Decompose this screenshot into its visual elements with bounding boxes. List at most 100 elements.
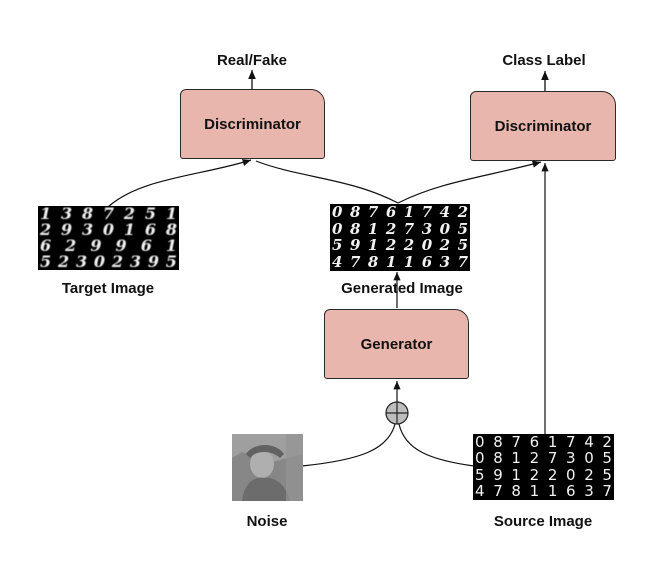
digit-glyph: 7 (511, 434, 521, 451)
digit-glyph: 5 (165, 252, 177, 270)
circled-plus-icon (385, 401, 409, 425)
digit-glyph: 2 (457, 204, 468, 221)
digit-glyph: 3 (584, 482, 594, 500)
digit-glyph: 8 (81, 206, 94, 223)
digit-glyph: 9 (115, 236, 127, 255)
digit-glyph: 2 (403, 236, 415, 255)
digit-glyph: 9 (60, 220, 73, 239)
wire-noise-to-combine (301, 423, 396, 467)
digit-glyph: 6 (385, 204, 397, 221)
digit-glyph: 3 (60, 206, 73, 223)
digit-glyph: 3 (439, 253, 451, 271)
class-label-label: Class Label (502, 52, 586, 69)
digit-glyph: 5 (144, 206, 156, 223)
digit-glyph: 1 (547, 434, 558, 451)
digit-glyph: 2 (584, 465, 594, 484)
digit-glyph: 4 (439, 204, 451, 221)
target-image-label: Target Image (61, 280, 155, 297)
digit-glyph: 8 (493, 434, 503, 451)
digit-glyph: 1 (165, 236, 177, 255)
digit-glyph: 2 (547, 465, 558, 484)
noise-portrait-graphic (232, 434, 303, 501)
digit-glyph: 1 (367, 236, 379, 255)
digit-glyph: 1 (123, 220, 136, 239)
digit-glyph: 2 (529, 465, 540, 484)
digit-glyph: 4 (475, 482, 485, 500)
digit-glyph: 6 (40, 236, 52, 255)
digit-glyph: 2 (123, 206, 136, 223)
digit-glyph: 7 (602, 482, 612, 500)
digit-glyph: 3 (421, 219, 433, 238)
digit-glyph: 0 (332, 204, 343, 221)
wire-target-to-disc (107, 159, 252, 208)
digit-glyph: 5 (457, 236, 468, 255)
digit-glyph: 0 (475, 434, 485, 451)
digit-glyph: 3 (129, 252, 141, 270)
digit-glyph: 6 (421, 253, 433, 271)
digit-glyph: 9 (493, 465, 503, 484)
digit-glyph: 1 (511, 465, 521, 484)
digit-glyph: 6 (566, 482, 576, 500)
digit-glyph: 7 (349, 253, 361, 271)
digit-glyph: 4 (584, 434, 594, 451)
digit-glyph: 0 (475, 449, 485, 468)
discriminator-right-label: Discriminator (494, 117, 592, 135)
digit-glyph: 2 (385, 236, 397, 255)
digit-glyph: 0 (566, 465, 576, 484)
digit-glyph: 6 (144, 220, 156, 239)
digit-glyph: 5 (475, 465, 485, 484)
digit-glyph: 7 (102, 206, 115, 223)
digit-glyph: 2 (602, 434, 612, 451)
discriminator-left-label: Discriminator (204, 115, 301, 133)
digit-glyph: 2 (385, 219, 397, 238)
wire-generated-to-disc-left (255, 160, 399, 204)
wire-source-to-combine (398, 423, 475, 467)
discriminator-left-box: Discriminator (180, 89, 325, 159)
digit-glyph: 6 (140, 236, 152, 255)
digit-glyph: 9 (147, 252, 159, 270)
digit-glyph: 1 (385, 253, 397, 271)
digit-glyph: 5 (457, 219, 468, 238)
digit-glyph: 1 (165, 206, 177, 223)
generator-box: Generator (324, 309, 469, 379)
digit-glyph: 3 (566, 449, 576, 468)
noise-image (232, 434, 303, 501)
digit-glyph: 0 (102, 220, 115, 239)
digit-glyph: 7 (457, 253, 468, 271)
digit-glyph: 9 (90, 236, 102, 255)
digit-glyph: 3 (81, 220, 94, 239)
digit-glyph: 2 (57, 252, 70, 270)
digit-glyph: 4 (332, 253, 343, 271)
digit-glyph: 1 (403, 204, 415, 221)
digit-glyph: 2 (40, 220, 52, 239)
digit-glyph: 0 (421, 236, 433, 255)
digit-glyph: 7 (367, 204, 379, 221)
digit-glyph: 0 (93, 252, 106, 270)
generated-image-label: Generated Image (341, 280, 463, 297)
digit-glyph: 1 (529, 482, 540, 500)
digit-glyph: 7 (493, 482, 503, 500)
digit-glyph: 1 (403, 253, 415, 271)
digit-glyph: 1 (367, 219, 379, 238)
digit-glyph: 0 (332, 219, 343, 238)
wire-generated-to-disc-right (397, 160, 542, 204)
digit-glyph: 8 (165, 220, 177, 239)
digit-glyph: 2 (529, 449, 540, 468)
digit-glyph: 2 (439, 236, 451, 255)
digit-glyph: 6 (529, 434, 540, 451)
digit-glyph: 2 (111, 252, 124, 270)
digit-glyph: 5 (602, 449, 612, 468)
discriminator-right-box: Discriminator (470, 91, 616, 161)
digit-glyph: 8 (349, 219, 361, 238)
digit-glyph: 7 (403, 219, 415, 238)
digit-glyph: 1 (511, 449, 521, 468)
digit-glyph: 0 (584, 449, 594, 468)
digit-glyph: 8 (367, 253, 379, 271)
digit-glyph: 8 (493, 449, 503, 468)
digit-glyph: 1 (40, 206, 52, 223)
